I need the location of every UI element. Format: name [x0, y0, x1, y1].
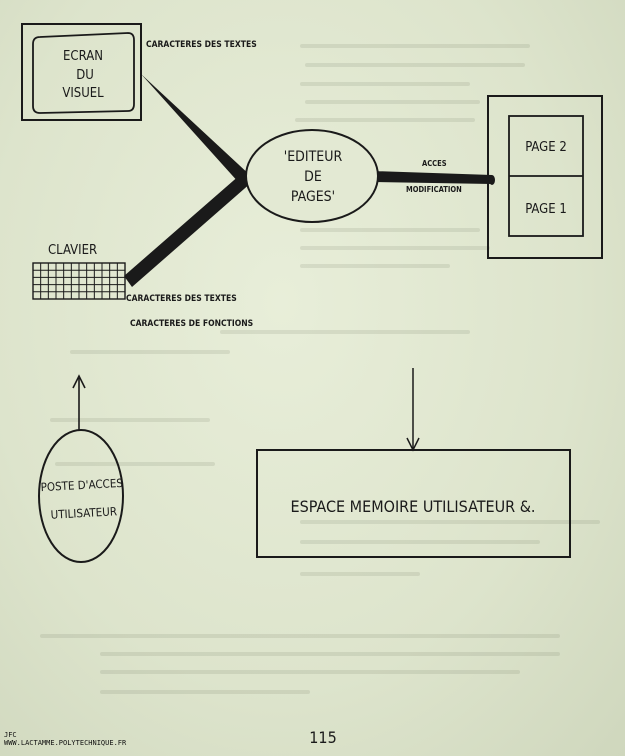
footer-line-1: JFC: [4, 731, 17, 739]
editor-to-pages-link: [372, 171, 492, 184]
memory-label: ESPACE MEMOIRE UTILISATEUR &.: [291, 497, 536, 516]
keyboard: CLAVIER: [32, 243, 126, 300]
editor-label-line-1: 'EDITEUR: [284, 149, 343, 165]
editor-label-line-2: DE: [304, 169, 322, 185]
screen-monitor: ECRAN DU VISUEL: [21, 23, 142, 121]
keyboard-link-label-functions: CARACTERES DE FONCTIONS: [130, 319, 253, 329]
editor-label-line-3: PAGES': [291, 189, 335, 205]
editor-link-label-access: ACCES: [422, 159, 447, 168]
page-editor: 'EDITEUR DE PAGES': [245, 129, 379, 223]
page-2-label: PAGE 2: [525, 140, 567, 155]
footer-line-2: WWW.LACTAMME.POLYTECHNIQUE.FR: [4, 739, 127, 747]
keyboard-to-editor-link: [124, 174, 252, 287]
screen-display: [32, 32, 135, 114]
screen-to-editor-link: [141, 74, 252, 184]
user-access-post: POSTE D'ACCES UTILISATEUR: [38, 429, 124, 563]
editor-link-label-modification: MODIFICATION: [406, 185, 462, 194]
access-post-label-line-1: POSTE D'ACCES: [40, 476, 123, 494]
screen-label-line-3: VISUEL: [62, 86, 104, 101]
up-arrow-icon: [72, 374, 86, 430]
page-1-label: PAGE 1: [525, 202, 567, 217]
pages-stack: PAGE 2 PAGE 1: [487, 95, 603, 259]
page-number: 115: [309, 728, 336, 747]
access-post-label-line-2: UTILISATEUR: [50, 504, 117, 521]
source-watermark: JFC WWW.LACTAMME.POLYTECHNIQUE.FR: [4, 731, 126, 747]
screen-label-line-2: DU: [76, 68, 94, 83]
screen-link-label: CARACTERES DES TEXTES: [146, 40, 257, 50]
down-arrow-icon: [406, 368, 420, 452]
user-memory-space: ESPACE MEMOIRE UTILISATEUR &.: [256, 449, 571, 558]
screen-label-line-1: ECRAN: [63, 49, 103, 64]
keyboard-label: CLAVIER: [48, 243, 97, 258]
keyboard-key-grid: [32, 262, 126, 300]
keyboard-link-label-texts: CARACTERES DES TEXTES: [126, 294, 237, 304]
